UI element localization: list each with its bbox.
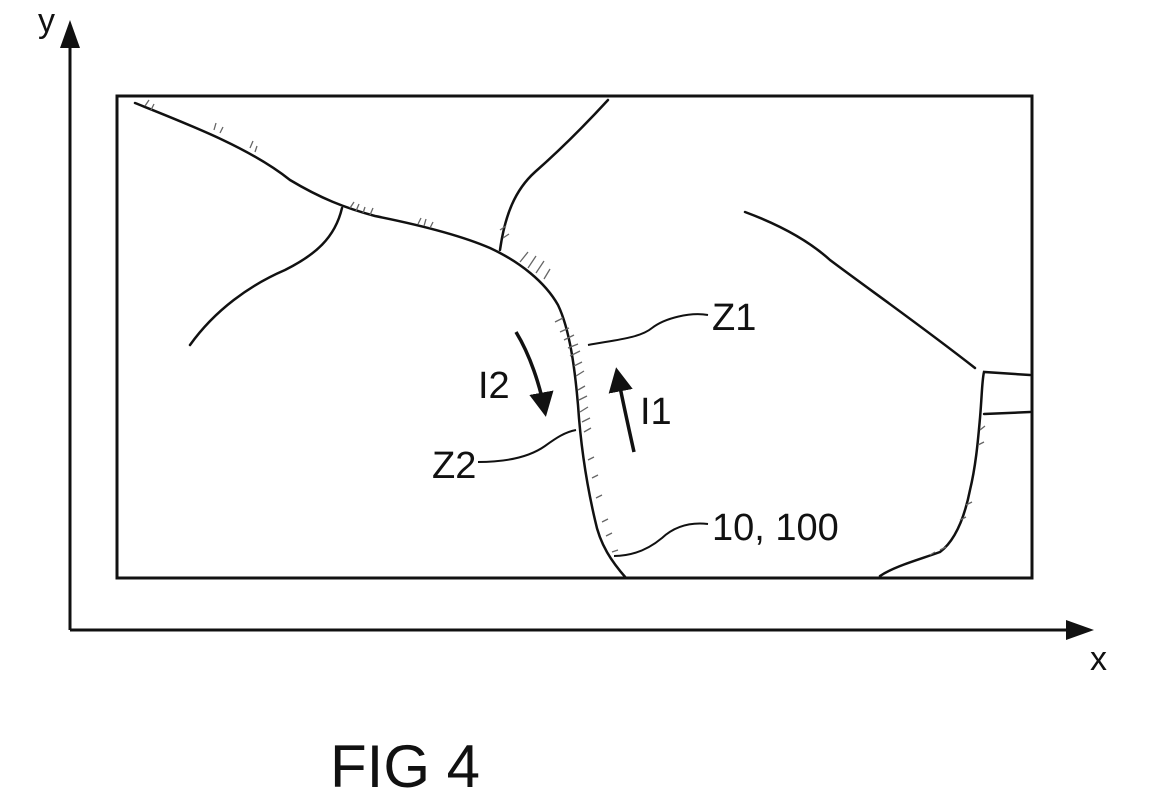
- right-boundary-curve: [880, 372, 1030, 576]
- boundary-reference-label: 10, 100: [712, 507, 839, 549]
- z1-label: Z1: [712, 297, 756, 339]
- frame-rectangle: [117, 96, 1032, 578]
- z2-label: Z2: [432, 445, 476, 487]
- z1-leader-line: [588, 314, 708, 345]
- boundary-leader-line: [614, 524, 708, 556]
- grain-boundaries: [135, 100, 1030, 578]
- leader-lines: [478, 314, 708, 556]
- x-axis-label: x: [1090, 640, 1107, 678]
- y-axis-arrow-icon: [60, 20, 80, 48]
- figure-caption: FIG 4: [330, 733, 480, 800]
- z2-leader-line: [478, 430, 576, 462]
- right-diagonal-line: [745, 212, 975, 368]
- i2-label: I2: [478, 365, 510, 407]
- upper-branch-curve: [500, 100, 608, 250]
- right-short-line: [984, 412, 1030, 414]
- i2-arrow-icon: [516, 332, 545, 412]
- i1-arrow-icon: [617, 372, 634, 452]
- y-axis-label: y: [38, 2, 55, 40]
- main-boundary-curve: [135, 103, 626, 578]
- i1-label: I1: [640, 391, 672, 433]
- left-branch-curve: [190, 208, 342, 345]
- x-axis-arrow-icon: [1066, 620, 1094, 640]
